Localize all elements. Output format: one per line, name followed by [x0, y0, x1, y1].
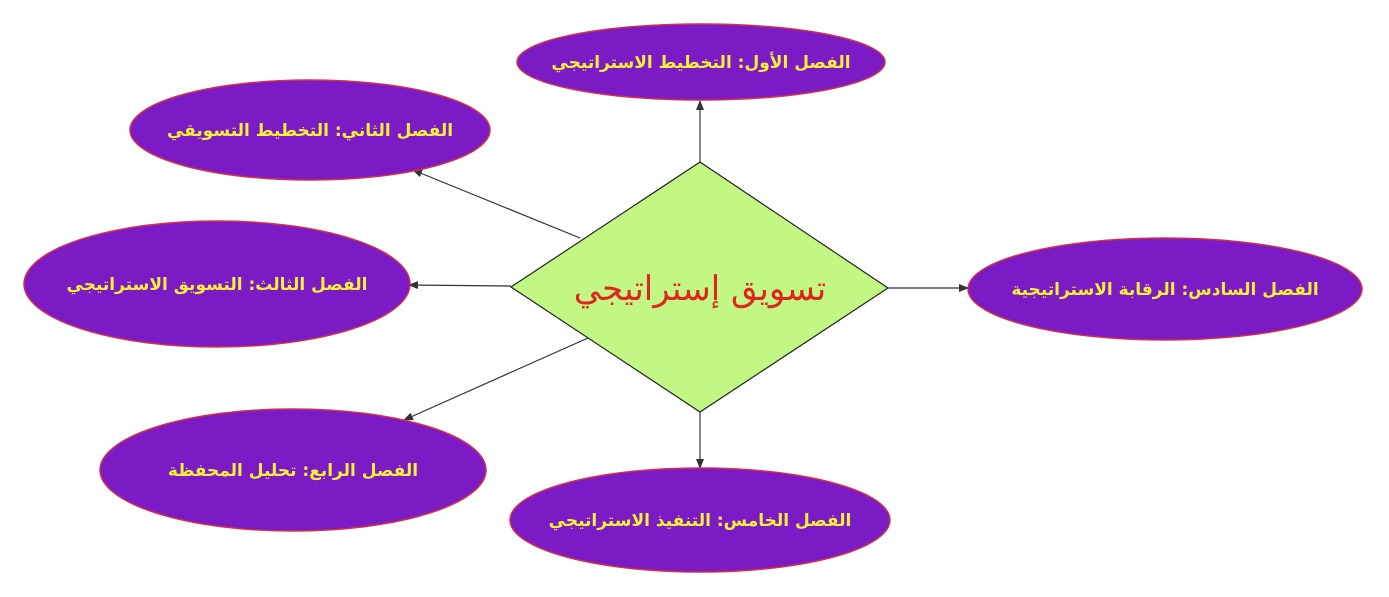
connector-arrows	[403, 100, 969, 469]
center-diamond	[509, 161, 890, 413]
chapter-ellipse	[967, 237, 1363, 341]
center-node: تسويق إستراتيجي	[509, 161, 890, 413]
chapter-node-5: الفصل الخامس: التنفيذ الاستراتيجي	[509, 467, 891, 573]
chapter-ellipse	[509, 467, 891, 573]
chapter-ellipse	[23, 220, 411, 348]
chapter-label: الفصل الخامس: التنفيذ الاستراتيجي	[549, 511, 852, 531]
chapter-label: الفصل الأول: التخطيط الاستراتيجي	[551, 52, 850, 73]
arrow-to-chapter-3	[408, 281, 512, 290]
chapter-node-1: الفصل الأول: التخطيط الاستراتيجي	[516, 23, 886, 101]
chapter-ellipse	[99, 408, 487, 532]
chapter-node-4: الفصل الرابع: تحليل المحفظة	[99, 408, 487, 532]
chapter-node-3: الفصل الثالث: التسويق الاستراتيجي	[23, 220, 411, 348]
arrow-to-chapter-4	[403, 337, 589, 421]
chapter-node-2: الفصل الثاني: التخطيط التسويقي	[129, 79, 491, 181]
center-label: تسويق إستراتيجي	[574, 269, 826, 309]
chapter-label: الفصل الثاني: التخطيط التسويقي	[167, 121, 453, 141]
chapter-node-6: الفصل السادس: الرقابة الاستراتيجية	[967, 237, 1363, 341]
chapter-label: الفصل السادس: الرقابة الاستراتيجية	[1011, 280, 1318, 300]
chapter-ellipse	[129, 79, 491, 181]
chapter-label: الفصل الثالث: التسويق الاستراتيجي	[67, 275, 368, 295]
chapter-label: الفصل الرابع: تحليل المحفظة	[168, 461, 418, 481]
chapter-ellipse	[516, 23, 886, 101]
chapter-nodes: الفصل الأول: التخطيط الاستراتيجي الفصل ال…	[23, 23, 1363, 573]
arrow-to-chapter-2	[412, 169, 581, 239]
